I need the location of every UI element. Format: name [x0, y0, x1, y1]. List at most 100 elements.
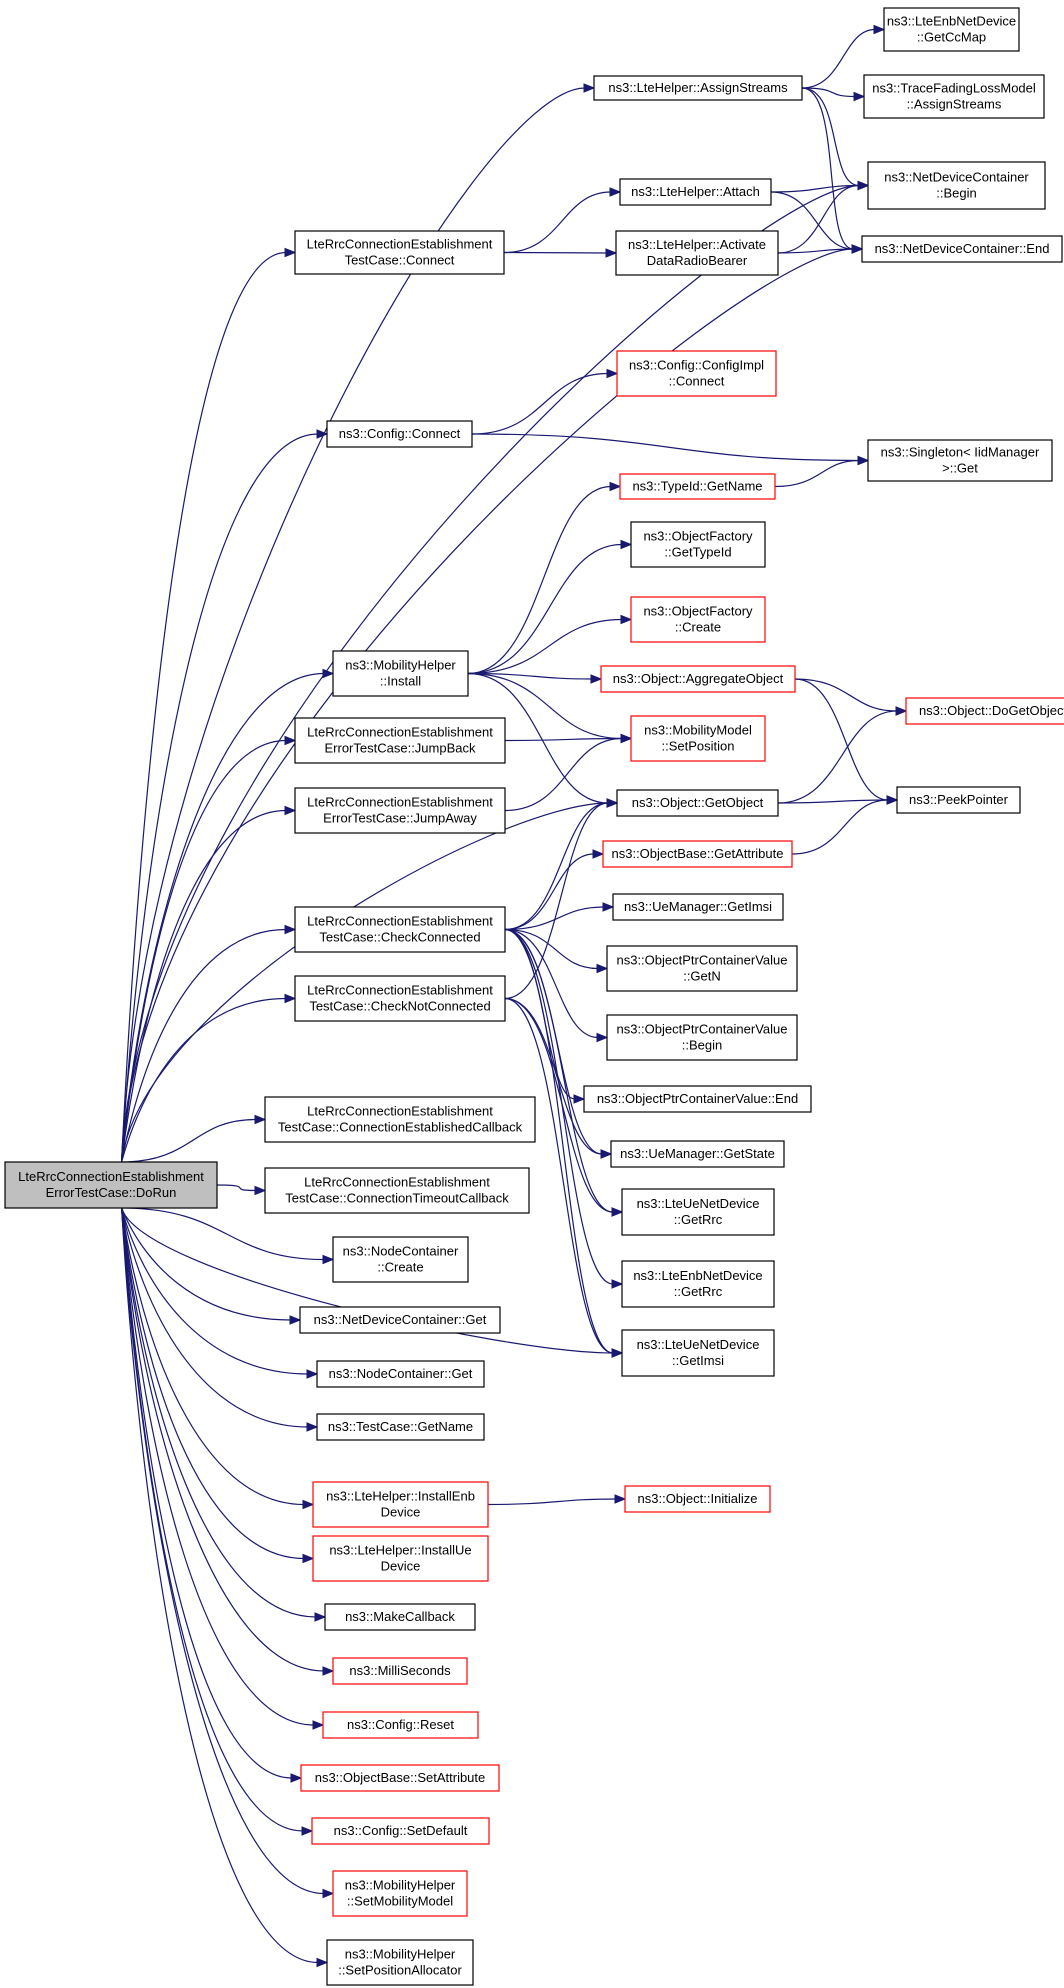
edge-line [121, 1207, 309, 1428]
node-ns3-lteenbnetdevice-getrrc[interactable]: ns3::LteEnbNetDevice::GetRrc [621, 1260, 775, 1308]
node-label: Device [381, 1505, 421, 1520]
node-lterrcconnectionestablishment-errortestcase-jumpaway[interactable]: LteRrcConnectionEstablishmentErrorTestCa… [294, 787, 506, 834]
node-lterrcconnectionestablishment-testcase-connectionestablishedcallback[interactable]: LteRrcConnectionEstablishmentTestCase::C… [264, 1096, 536, 1143]
node-box [264, 1167, 530, 1214]
node-ns3-makecallback[interactable]: ns3::MakeCallback [324, 1603, 476, 1631]
edge-arrowhead [301, 1826, 314, 1836]
node-ns3-netdevicecontainer-get[interactable]: ns3::NetDeviceContainer::Get [299, 1306, 501, 1334]
node-label: ns3::NetDeviceContainer::Get [314, 1312, 487, 1327]
node-lterrcconnectionestablishment-errortestcase-dorun[interactable]: LteRrcConnectionEstablishmentErrorTestCa… [4, 1161, 218, 1209]
node-ns3-mobilityhelper-setmobilitymodel[interactable]: ns3::MobilityHelper::SetMobilityModel [332, 1870, 468, 1917]
edge-line [503, 191, 612, 254]
node-lterrcconnectionestablishment-testcase-checknotconnected[interactable]: LteRrcConnectionEstablishmentTestCase::C… [294, 975, 506, 1022]
node-label: ns3::NetDeviceContainer [884, 170, 1029, 185]
node-ns3-uemanager-getimsi[interactable]: ns3::UeManager::GetImsi [612, 893, 784, 921]
edge-root-to-n49 [121, 1207, 329, 1968]
node-label: ns3::PeekPointer [909, 792, 1009, 807]
node-ns3-nodecontainer-get[interactable]: ns3::NodeContainer::Get [316, 1360, 485, 1388]
node-label: ::Install [380, 674, 421, 689]
edge-line [121, 1207, 315, 1726]
node-ns3-object-aggregateobject[interactable]: ns3::Object::AggregateObject [600, 665, 796, 693]
node-ns3-typeid-getname[interactable]: ns3::TypeId::GetName [619, 473, 776, 500]
edge-root-to-n32 [216, 1184, 267, 1196]
node-ns3-ltehelper-attach[interactable]: ns3::LteHelper::Attach [619, 178, 772, 206]
edge-line [777, 248, 854, 254]
node-ns3-object-getobject[interactable]: ns3::Object::GetObject [616, 789, 779, 817]
node-ns3-objectptrcontainervalue-begin[interactable]: ns3::ObjectPtrContainerValue::Begin [606, 1014, 798, 1061]
node-ns3-config-reset[interactable]: ns3::Config::Reset [322, 1711, 479, 1739]
edge-line [471, 372, 609, 435]
edge-layer [121, 24, 908, 1968]
node-label: LteRrcConnectionEstablishment [307, 795, 493, 810]
node-ns3-objectptrcontainervalue-getn[interactable]: ns3::ObjectPtrContainerValue::GetN [606, 945, 798, 992]
node-label: ::SetPositionAllocator [338, 1963, 462, 1978]
node-label: ns3::MobilityModel [644, 723, 752, 738]
edge-arrowhead [254, 1114, 267, 1125]
node-box [312, 1481, 489, 1528]
edge-arrowhead [322, 1254, 335, 1265]
node-ns3-singleton-iidmanager-get[interactable]: ns3::Singleton< IidManager>::Get [867, 439, 1053, 482]
node-ns3-config-setdefault[interactable]: ns3::Config::SetDefault [311, 1817, 490, 1845]
node-lterrcconnectionestablishment-testcase-connectiontimeoutcallback[interactable]: LteRrcConnectionEstablishmentTestCase::C… [264, 1167, 530, 1214]
edge-line [467, 485, 612, 675]
node-box [630, 596, 766, 643]
node-label: ns3::ObjectPtrContainerValue::End [597, 1091, 798, 1106]
node-label: ns3::TypeId::GetName [632, 479, 762, 494]
node-ns3-testcase-getname[interactable]: ns3::TestCase::GetName [316, 1413, 485, 1441]
node-label: ns3::Config::ConfigImpl [629, 358, 764, 373]
node-ns3-ltehelper-assignstreams[interactable]: ns3::LteHelper::AssignStreams [593, 75, 803, 101]
node-ns3-objectptrcontainervalue-end[interactable]: ns3::ObjectPtrContainerValue::End [583, 1085, 812, 1113]
node-ns3-peekpointer[interactable]: ns3::PeekPointer [896, 786, 1021, 814]
node-ns3-lteuenetdevice-getimsi[interactable]: ns3::LteUeNetDevice::GetImsi [621, 1329, 775, 1377]
node-box [867, 161, 1046, 210]
node-label: ErrorTestCase::JumpBack [325, 741, 476, 756]
node-label: ns3::TraceFadingLossModel [872, 81, 1036, 96]
edge-line [121, 1207, 293, 1779]
edge-line [121, 1207, 325, 1261]
node-label: ns3::ObjectBase::SetAttribute [315, 1770, 486, 1785]
node-ns3-lteuenetdevice-getrrc[interactable]: ns3::LteUeNetDevice::GetRrc [621, 1188, 775, 1236]
node-label: TestCase::Connect [345, 253, 455, 268]
node-ns3-objectfactory-create[interactable]: ns3::ObjectFactory::Create [630, 596, 766, 643]
node-ns3-netdevicecontainer-begin[interactable]: ns3::NetDeviceContainer::Begin [867, 161, 1046, 210]
node-label: ::AssignStreams [907, 97, 1002, 112]
node-ns3-tracefadinglossmodel-assignstreams[interactable]: ns3::TraceFadingLossModel::AssignStreams [863, 74, 1045, 119]
node-ns3-object-dogetobject[interactable]: ns3::Object::DoGetObject [905, 697, 1064, 725]
node-ns3-objectbase-getattribute[interactable]: ns3::ObjectBase::GetAttribute [602, 840, 793, 868]
edge-line [801, 87, 854, 250]
node-ns3-mobilityhelper-setpositionallocator[interactable]: ns3::MobilityHelper::SetPositionAllocato… [326, 1939, 474, 1986]
node-ns3-config-connect[interactable]: ns3::Config::Connect [326, 420, 473, 448]
edge-line [770, 184, 860, 193]
node-ns3-uemanager-getstate[interactable]: ns3::UeManager::GetState [610, 1140, 785, 1168]
edge-line [504, 997, 614, 1213]
node-ns3-netdevicecontainer-end[interactable]: ns3::NetDeviceContainer::End [861, 235, 1063, 263]
node-lterrcconnectionestablishment-testcase-checkconnected[interactable]: LteRrcConnectionEstablishmentTestCase::C… [294, 906, 506, 953]
node-label: ::SetMobilityModel [347, 1894, 453, 1909]
edge-arrowhead [611, 1279, 624, 1289]
node-ns3-nodecontainer-create[interactable]: ns3::NodeContainer::Create [332, 1236, 469, 1283]
node-lterrcconnectionestablishment-errortestcase-jumpback[interactable]: LteRrcConnectionEstablishmentErrorTestCa… [294, 717, 506, 764]
node-box [624, 1485, 771, 1513]
node-label: ns3::NetDeviceContainer::End [875, 241, 1050, 256]
node-ns3-object-initialize[interactable]: ns3::Object::Initialize [624, 1485, 771, 1513]
node-ns3-lteenbnetdevice-getccmap[interactable]: ns3::LteEnbNetDevice::GetCcMap [883, 7, 1020, 52]
edge-root-to-n20 [121, 805, 297, 1163]
edge-n10-to-n9 [471, 368, 619, 435]
node-box [300, 1764, 500, 1792]
node-label: ::GetImsi [672, 1353, 724, 1368]
node-ns3-milliseconds[interactable]: ns3::MilliSeconds [332, 1657, 468, 1685]
edge-arrowhead [614, 1494, 627, 1504]
node-ns3-mobilityhelper-install[interactable]: ns3::MobilityHelper::Install [332, 650, 469, 697]
node-ns3-mobilitymodel-setposition[interactable]: ns3::MobilityModel::SetPosition [630, 715, 766, 762]
node-ns3-objectbase-setattribute[interactable]: ns3::ObjectBase::SetAttribute [300, 1764, 500, 1792]
node-box [621, 1260, 775, 1308]
node-ns3-objectfactory-gettypeid[interactable]: ns3::ObjectFactory::GetTypeId [630, 521, 766, 568]
edge-arrowhead [596, 1032, 609, 1043]
edge-line [801, 28, 876, 89]
edge-line [504, 928, 599, 1039]
node-ns3-config-configimpl-connect[interactable]: ns3::Config::ConfigImpl::Connect [616, 350, 777, 397]
node-lterrcconnectionestablishment-testcase-connect[interactable]: LteRrcConnectionEstablishmentTestCase::C… [294, 230, 505, 275]
